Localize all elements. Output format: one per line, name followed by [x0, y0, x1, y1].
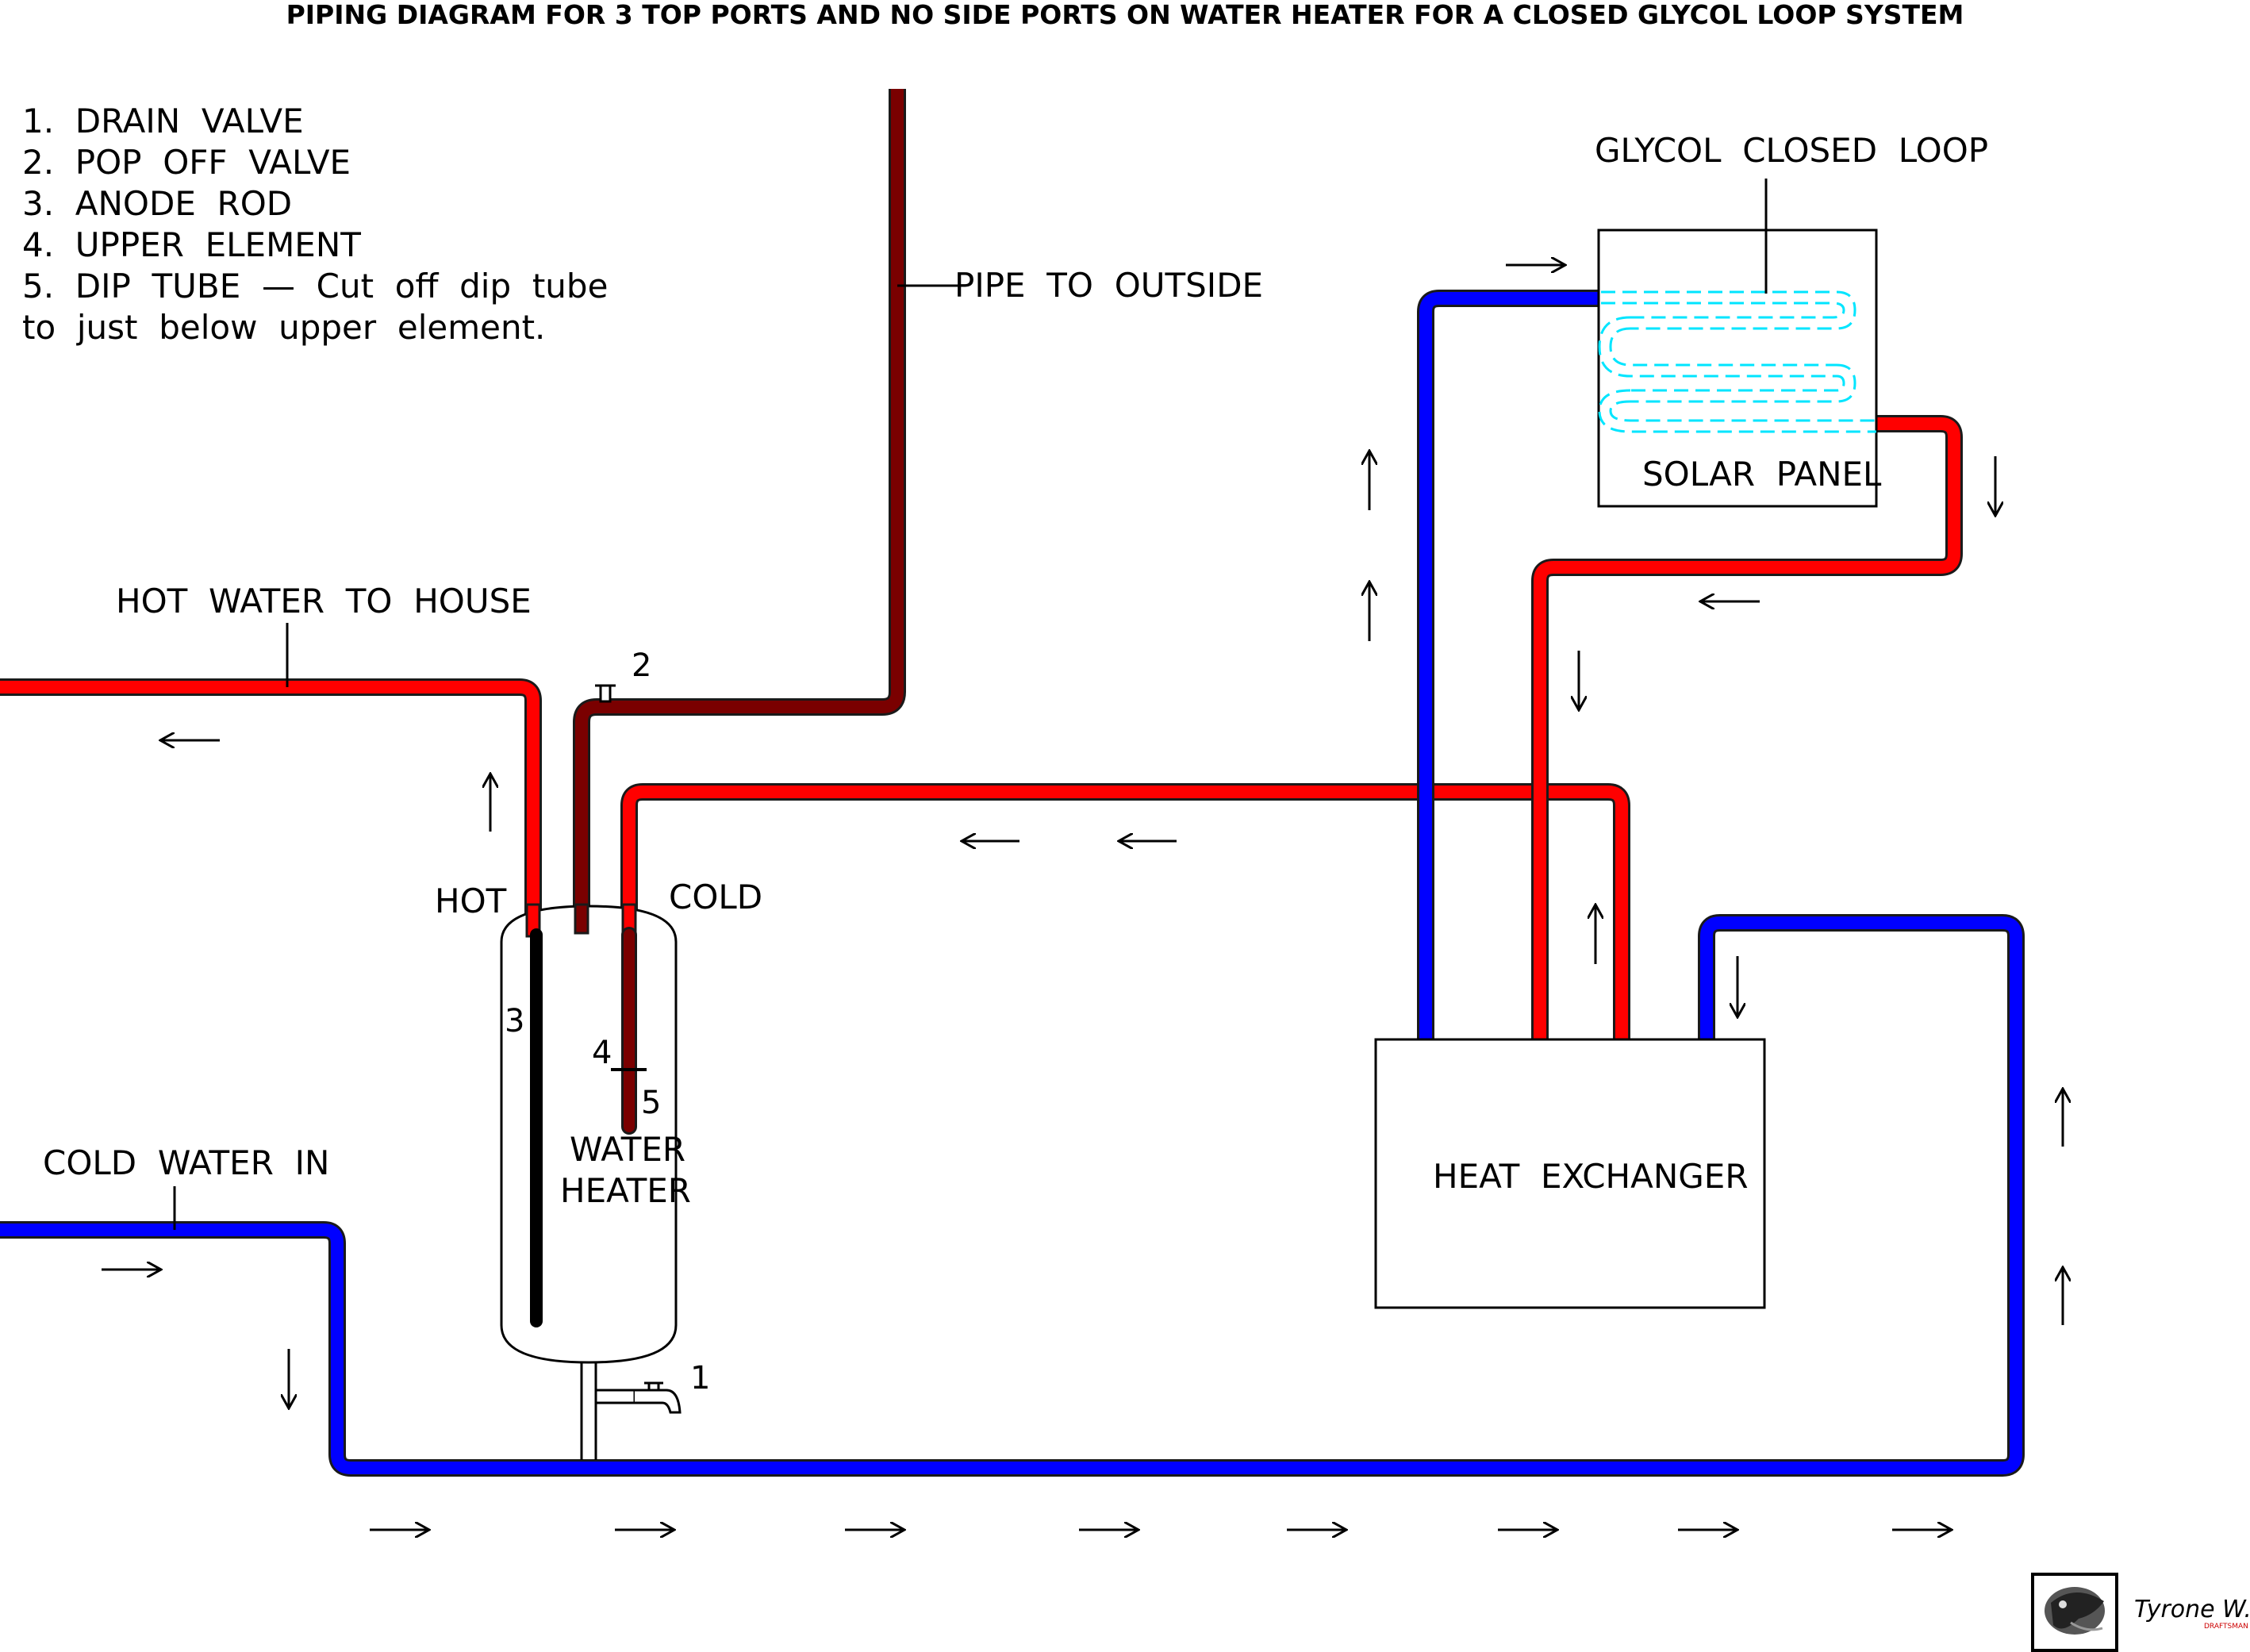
- pop-off-valve: [595, 684, 616, 703]
- callout-1: 1: [690, 1360, 710, 1397]
- heat-exchanger-label: HEAT EXCHANGER: [1433, 1157, 1749, 1196]
- heat-exchanger: [1374, 1038, 1766, 1309]
- glycol-closed-loop-label: GLYCOL CLOSED LOOP: [1595, 131, 1988, 170]
- water-heater-label-line1: WATER: [570, 1130, 685, 1169]
- vent-port-stub: [574, 903, 589, 935]
- drain-valve: [635, 1381, 682, 1414]
- exchanger-to-heater-pipe: [620, 783, 1630, 1039]
- signature-name: Tyrone W. King: [2134, 1596, 2250, 1623]
- hot-water-to-house-pipe: [0, 678, 542, 935]
- glycol-supply-pipe: [1417, 290, 1601, 1039]
- callout-3: 3: [505, 1003, 524, 1039]
- diagram-title: PIPING DIAGRAM FOR 3 TOP PORTS AND NO SI…: [286, 0, 1964, 30]
- legend-item-pop-off-valve: 2. POP OFF VALVE: [22, 143, 351, 182]
- solar-panel-label: SOLAR PANEL: [1642, 455, 1882, 494]
- flow-arrows: [102, 265, 2063, 1530]
- pipe-to-outside-label: PIPE TO OUTSIDE: [954, 266, 1263, 305]
- signature-block: Tyrone W. King DRAFTSMAN: [2031, 1573, 2250, 1652]
- solar-panel: [1597, 229, 1878, 508]
- signature-subtitle: DRAFTSMAN: [2204, 1623, 2248, 1631]
- legend-item-anode-rod: 3. ANODE ROD: [22, 184, 292, 223]
- cold-port-label: COLD: [669, 878, 762, 916]
- cold-water-in-pipe: [0, 914, 2025, 1477]
- legend-item-upper-element: 4. UPPER ELEMENT: [22, 225, 361, 264]
- callout-4: 4: [592, 1035, 612, 1071]
- legend-item-dip-tube-note: to just below upper element.: [22, 308, 545, 347]
- hot-water-to-house-label: HOT WATER TO HOUSE: [116, 582, 532, 620]
- callout-2: 2: [632, 647, 651, 684]
- glycol-return-pipe: [1531, 415, 1963, 1039]
- eagle-logo-icon: [2045, 1587, 2105, 1635]
- legend: 1. DRAIN VALVE 2. POP OFF VALVE 3. ANODE…: [22, 102, 608, 347]
- hot-port-label: HOT: [435, 882, 507, 920]
- legend-item-drain-valve: 1. DRAIN VALVE: [22, 102, 304, 140]
- pipe-to-outside: [573, 89, 906, 935]
- water-heater-label-line2: HEATER: [560, 1171, 691, 1210]
- callout-5: 5: [641, 1085, 661, 1121]
- glycol-coil: [1598, 290, 1876, 433]
- cold-water-in-label: COLD WATER IN: [43, 1143, 329, 1182]
- legend-item-dip-tube: 5. DIP TUBE — Cut off dip tube: [22, 267, 608, 305]
